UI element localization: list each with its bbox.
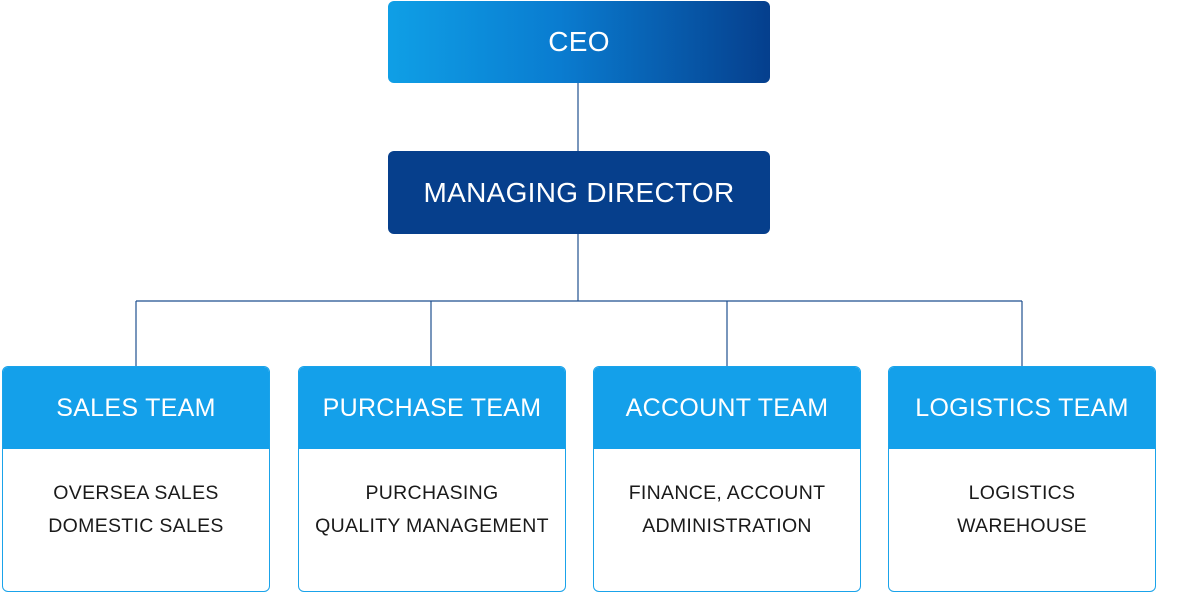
team-title: PURCHASE TEAM — [322, 393, 542, 422]
team-function: QUALITY MANAGEMENT — [315, 515, 549, 537]
team-header: ACCOUNT TEAM — [594, 367, 860, 449]
team-card-logistics: LOGISTICS TEAM LOGISTICS WAREHOUSE — [888, 366, 1156, 592]
team-title: LOGISTICS TEAM — [915, 393, 1129, 422]
team-header: PURCHASE TEAM — [299, 367, 565, 449]
ceo-label: CEO — [548, 26, 610, 57]
team-header: LOGISTICS TEAM — [889, 367, 1155, 449]
ceo-node: CEO — [388, 1, 770, 83]
team-function: ADMINISTRATION — [642, 515, 812, 537]
team-card-sales: SALES TEAM OVERSEA SALES DOMESTIC SALES — [2, 366, 270, 592]
team-body: PURCHASING QUALITY MANAGEMENT — [299, 449, 565, 543]
managing-director-label: MANAGING DIRECTOR — [423, 176, 735, 208]
team-header: SALES TEAM — [3, 367, 269, 449]
team-function: PURCHASING — [365, 482, 499, 504]
managing-director-node: MANAGING DIRECTOR — [388, 151, 770, 234]
team-function: DOMESTIC SALES — [48, 515, 224, 537]
team-card-account: ACCOUNT TEAM FINANCE, ACCOUNT ADMINISTRA… — [593, 366, 861, 592]
team-body: OVERSEA SALES DOMESTIC SALES — [3, 449, 269, 543]
team-function: FINANCE, ACCOUNT — [628, 482, 826, 504]
team-title: ACCOUNT TEAM — [625, 393, 829, 422]
team-function: LOGISTICS — [968, 482, 1076, 504]
team-function: OVERSEA SALES — [53, 482, 219, 504]
team-card-purchase: PURCHASE TEAM PURCHASING QUALITY MANAGEM… — [298, 366, 566, 592]
team-body: FINANCE, ACCOUNT ADMINISTRATION — [594, 449, 860, 543]
team-function: WAREHOUSE — [957, 515, 1087, 537]
team-body: LOGISTICS WAREHOUSE — [889, 449, 1155, 543]
team-title: SALES TEAM — [56, 393, 216, 422]
